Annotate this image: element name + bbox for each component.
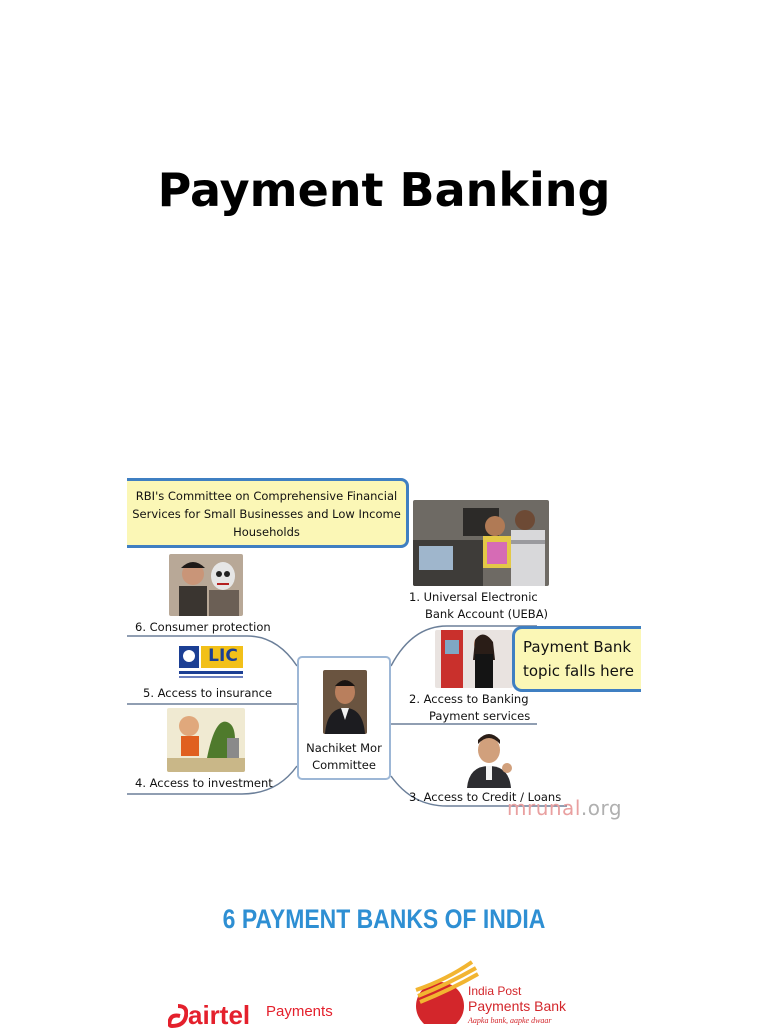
ueba-photo: [413, 500, 549, 586]
branch-label-banking: Payment services: [429, 709, 531, 723]
consumer-photo: [169, 554, 243, 616]
branch-label-credit: 3. Access to Credit / Loans: [409, 790, 562, 804]
mrunal-watermark: mrunal.org: [507, 796, 622, 820]
callout-line: Services for Small Businesses and Low In…: [132, 507, 401, 521]
branch-label-ueba: 1. Universal Electronic: [409, 590, 538, 604]
credit-photo: [463, 732, 515, 788]
ippb-line-1: India Post: [468, 984, 522, 998]
slide-title: Payment Banking: [157, 163, 611, 217]
lic-logo-text: LIC: [208, 646, 238, 666]
investment-cartoon: [167, 708, 245, 772]
atm-photo: [435, 630, 513, 688]
mind-map-figure: RBI's Committee on Comprehensive Financi…: [127, 476, 641, 826]
ippb-tagline: Aapka bank, aapke dwaar: [468, 1016, 552, 1025]
ippb-line-2: Payments Bank: [468, 998, 567, 1014]
watermark-main: mrunal: [507, 796, 581, 820]
airtel-payments-bank-logo: airtel Payments: [168, 1000, 338, 1028]
payment-bank-callout: Payment Bank topic falls here: [512, 626, 641, 692]
callout-line: RBI's Committee on Comprehensive Financi…: [135, 489, 398, 503]
payment-banks-heading: 6 PAYMENT BANKS OF INDIA: [222, 904, 546, 934]
watermark-suffix: .org: [580, 796, 623, 820]
center-label-line: Committee: [312, 758, 376, 772]
airtel-swoosh-icon: [168, 1004, 188, 1028]
lic-logo: LIC: [177, 644, 245, 680]
nachiket-mor-photo: [323, 670, 367, 734]
india-post-payments-bank-logo: India Post Payments Bank Aapka bank, aap…: [410, 960, 570, 1025]
branch-label-insurance: 5. Access to insurance: [143, 686, 273, 700]
callout-line: Households: [233, 525, 300, 539]
center-node: Nachiket Mor Committee: [297, 656, 391, 780]
branch-label-investment: 4. Access to investment: [135, 776, 273, 790]
branch-label-consumer: 6. Consumer protection: [135, 620, 271, 634]
committee-callout: RBI's Committee on Comprehensive Financi…: [127, 478, 409, 548]
callout-line: topic falls here: [523, 662, 634, 680]
airtel-product-text: Payments: [266, 1003, 333, 1020]
center-label-line: Nachiket Mor: [306, 741, 382, 755]
branch-label-ueba: Bank Account (UEBA): [425, 607, 549, 621]
mind-map-connectors: [127, 625, 567, 807]
branch-label-banking: 2. Access to Banking: [409, 692, 529, 706]
airtel-brand-text: airtel: [188, 1000, 251, 1030]
callout-line: Payment Bank: [523, 638, 632, 656]
india-post-emblem-icon: [415, 960, 479, 1024]
